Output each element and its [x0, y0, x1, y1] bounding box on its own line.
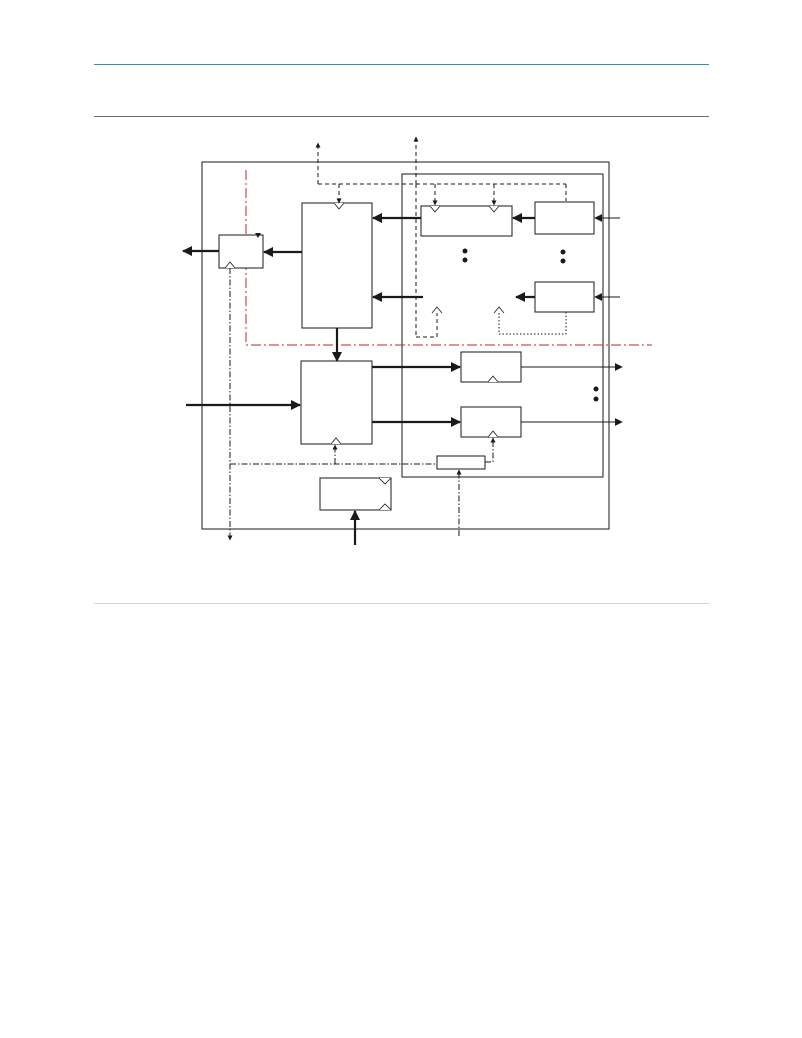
- dashdot-lines: [227, 268, 496, 541]
- section-rule: [94, 116, 709, 117]
- small-control-block: [436, 455, 486, 470]
- upper-logic-block: [301, 202, 373, 329]
- inner-frame: [401, 173, 604, 478]
- thin-arrows: [521, 214, 623, 426]
- output-register-n: [460, 406, 522, 438]
- dotted-feedback: [498, 312, 567, 335]
- outer-frame: [201, 161, 610, 530]
- bottom-control-block: [319, 477, 392, 511]
- output-register-block: [218, 234, 264, 269]
- thick-data-arrows: [182, 213, 535, 545]
- reset-mark: [255, 233, 261, 238]
- input-block-n: [534, 281, 595, 313]
- output-register-1: [460, 351, 522, 383]
- clock-marks: [224, 202, 505, 511]
- red-boundary: [245, 170, 652, 346]
- header-rule: [94, 64, 709, 65]
- ellipsis-dots: [462, 248, 599, 402]
- lower-logic-block: [300, 360, 373, 445]
- input-block-1: [534, 201, 595, 235]
- footer-rule: [94, 603, 709, 604]
